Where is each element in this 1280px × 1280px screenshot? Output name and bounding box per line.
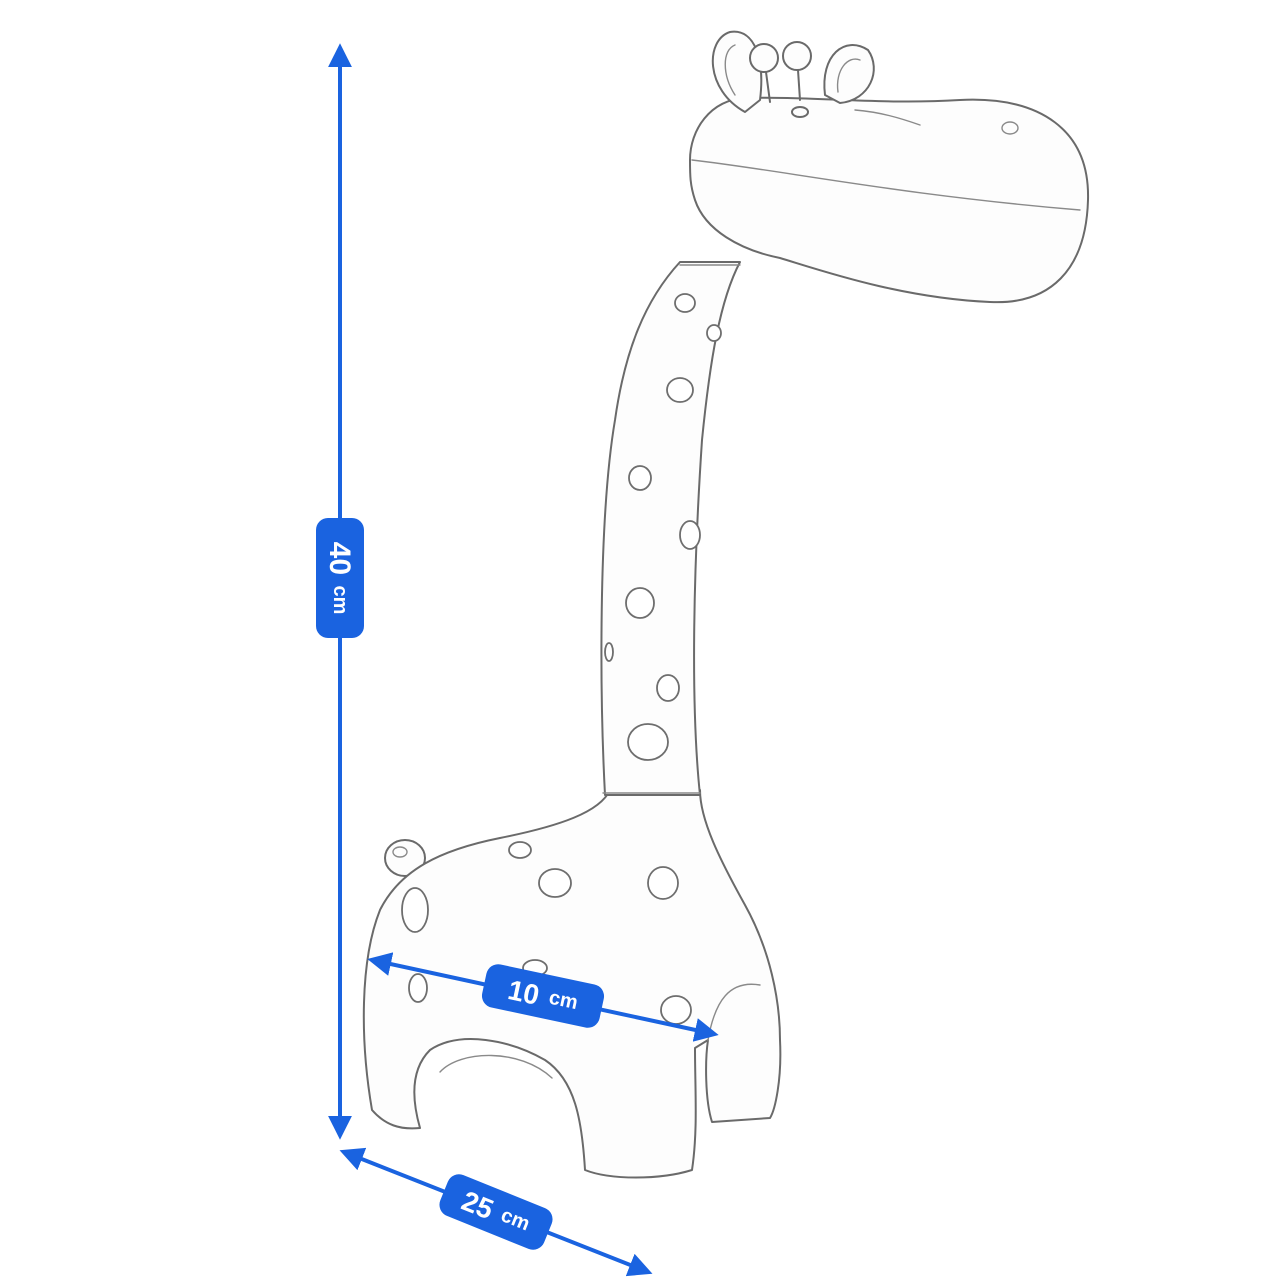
ears-and-ossicones [711, 30, 875, 113]
svg-text:10 cm: 10 cm [505, 974, 580, 1019]
width-dimension: 10 cm [367, 952, 719, 1042]
eye [791, 106, 809, 118]
height-value: 40 [324, 542, 357, 575]
depth-label-badge: 25 cm [439, 1174, 553, 1250]
giraffe-lamp-illustration [362, 30, 1090, 1179]
lamp-head [689, 96, 1090, 304]
width-label-badge: 10 cm [481, 964, 605, 1028]
width-value: 10 [505, 974, 542, 1011]
depth-dimension: 25 cm [339, 1147, 653, 1277]
svg-text:40 cm: 40 cm [324, 542, 357, 615]
height-label-badge: 40 cm [316, 518, 364, 638]
lamp-neck [600, 261, 741, 796]
tail-knob [384, 839, 426, 877]
height-unit: cm [329, 585, 351, 614]
height-dimension: 40 cm [316, 43, 364, 1140]
